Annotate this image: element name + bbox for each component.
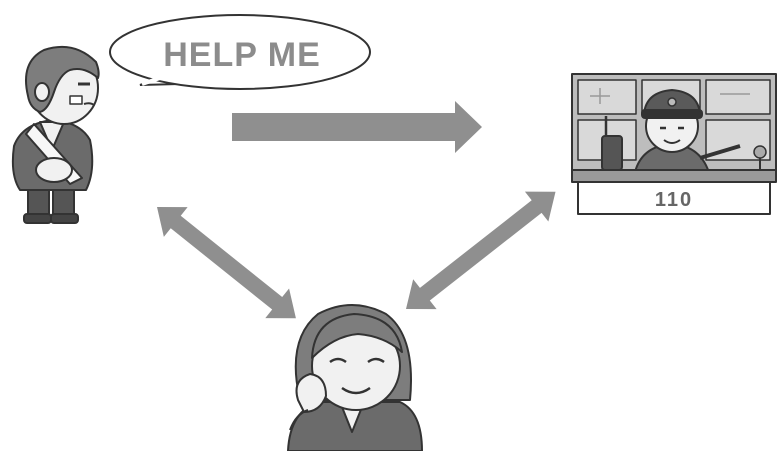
help-me-text: HELP ME xyxy=(163,36,321,74)
desk-sign-text: 110 xyxy=(655,189,693,211)
injured-person-icon xyxy=(13,47,99,223)
arrow-man-woman xyxy=(145,192,308,333)
arrow-man-to-police xyxy=(232,101,482,153)
police-dispatcher-icon: 110 xyxy=(572,74,776,214)
speech-bubble: HELP ME xyxy=(110,15,370,89)
arrow-woman-police xyxy=(394,177,567,324)
bystander-woman-icon xyxy=(288,305,422,451)
